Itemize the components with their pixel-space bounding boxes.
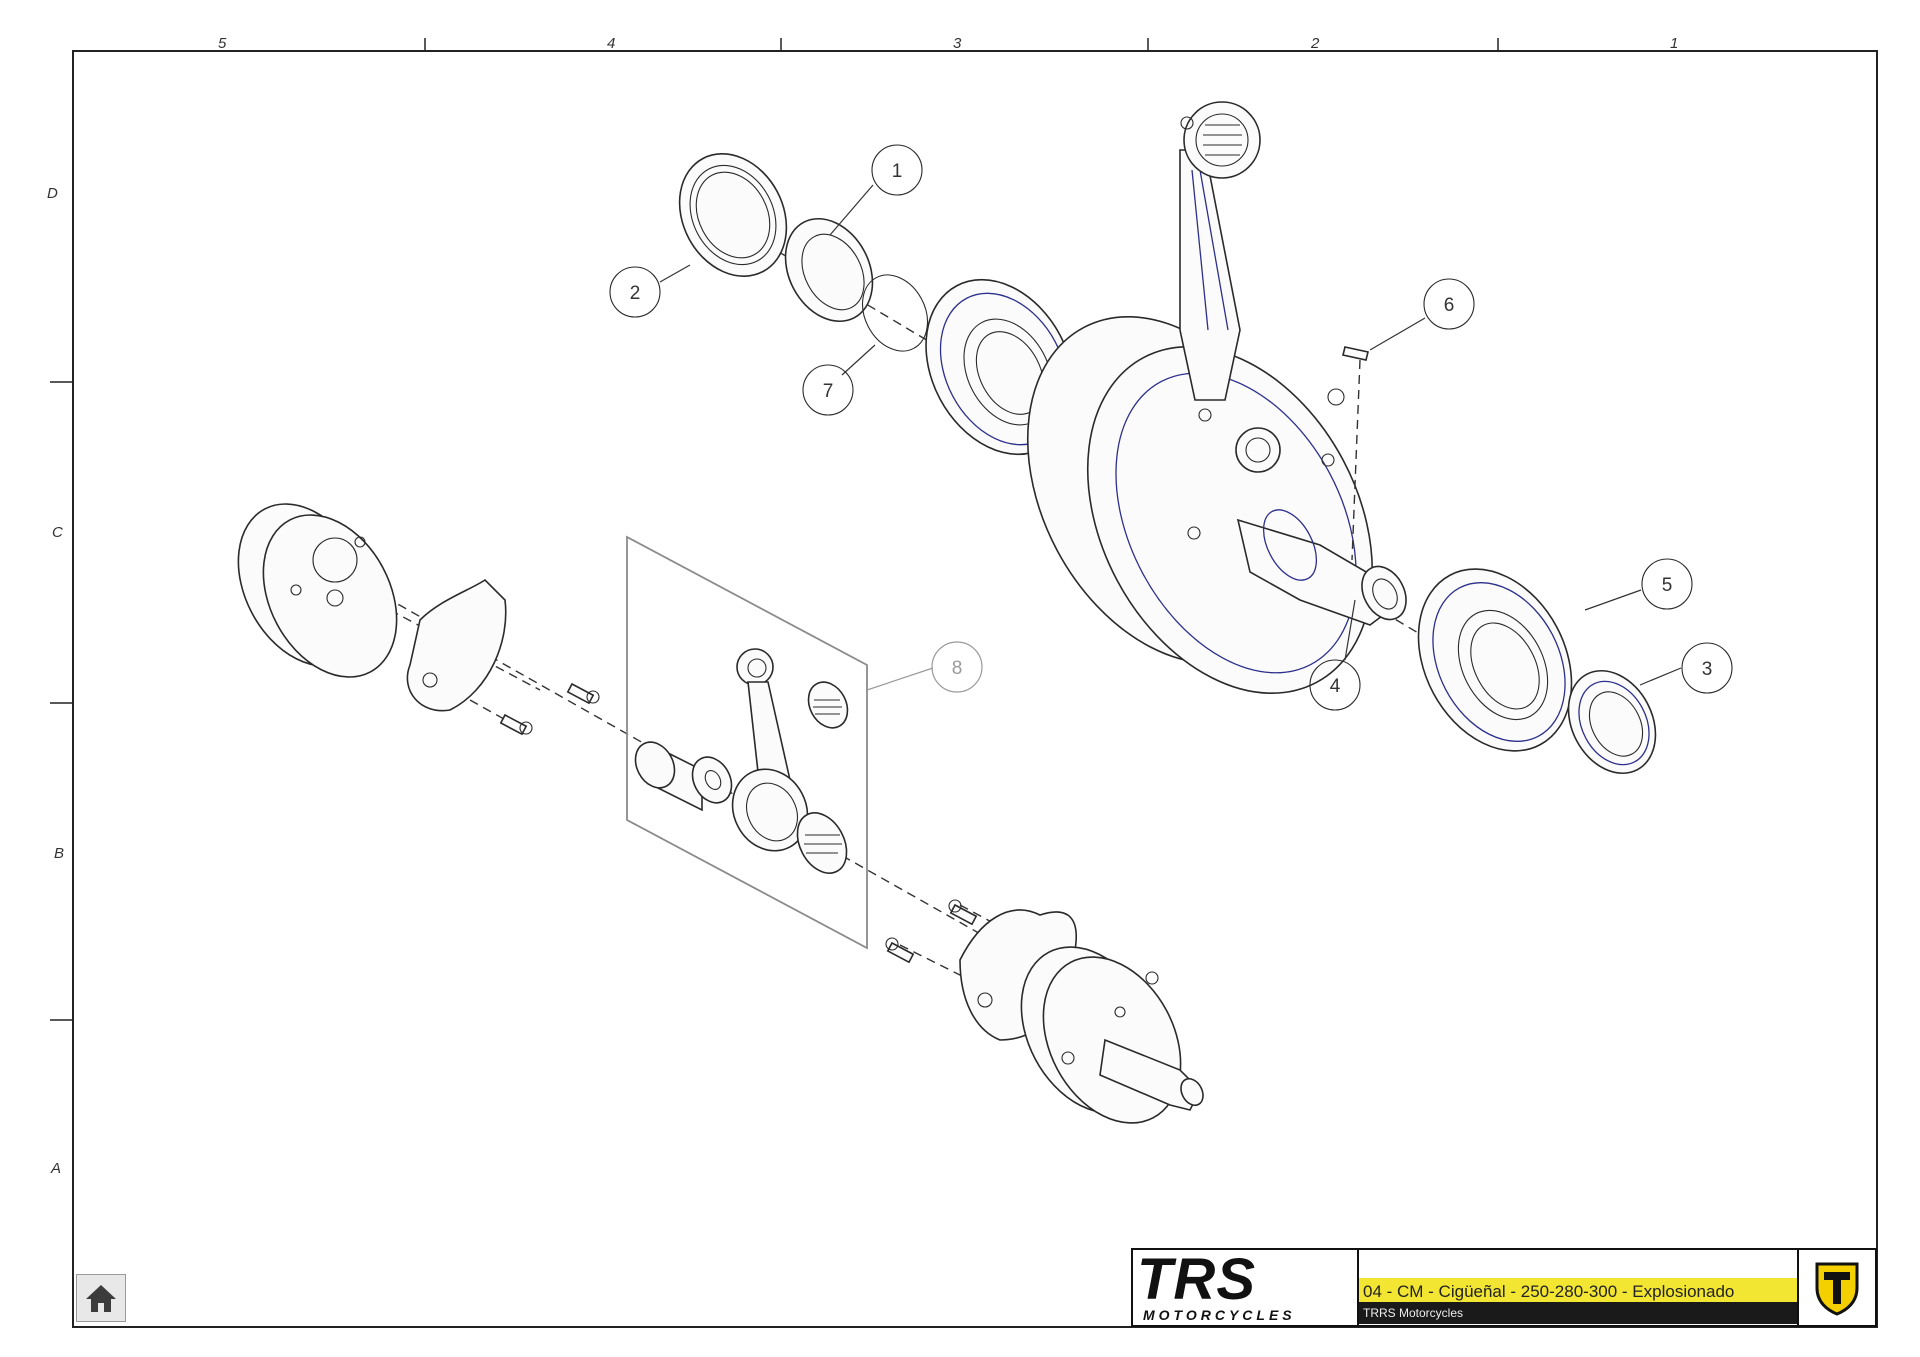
column-label-5: 5 (218, 35, 227, 52)
column-label-1: 1 (1670, 35, 1678, 52)
trrs-logo: TRS MOTORCYCLES (1133, 1247, 1359, 1325)
callout-7: 7 (823, 381, 834, 402)
oil-seal-left (678, 153, 788, 277)
row-label-d: D (47, 185, 58, 202)
callout-circle-2 (609, 266, 661, 318)
callout-circle-8 (931, 641, 983, 693)
callout-6: 6 (1444, 295, 1455, 316)
leader-2 (659, 264, 691, 283)
leader-5 (1584, 589, 1642, 611)
o-ring (861, 274, 929, 352)
big-end-bearing (796, 812, 848, 874)
left-flywheel-half (237, 503, 398, 678)
right-counterweight-hole (977, 992, 993, 1008)
leader-1 (829, 184, 874, 236)
drawing-border (72, 50, 1878, 1328)
leader-8 (866, 667, 934, 691)
callout-1: 1 (892, 161, 903, 182)
title-info: 04 - CM - Cigüeñal - 250-280-300 - Explo… (1359, 1250, 1797, 1325)
leader-7 (841, 344, 876, 376)
callout-circle-4 (1309, 659, 1361, 711)
callout-4: 4 (1330, 676, 1341, 697)
home-button[interactable] (76, 1274, 126, 1322)
row-ticks (50, 381, 73, 1021)
callout-3: 3 (1702, 659, 1713, 680)
leader-4 (1344, 599, 1356, 661)
thrust-ring (784, 217, 874, 323)
trrs-shield-emblem (1797, 1250, 1875, 1325)
leader-3 (1639, 667, 1682, 686)
logo-subtitle: MOTORCYCLES (1143, 1307, 1296, 1323)
row-label-a: A (50, 1160, 61, 1177)
callout-circle-6 (1423, 278, 1475, 330)
crankshaft-assembly (1026, 101, 1407, 695)
home-icon (86, 1285, 116, 1312)
callout-circle-1 (871, 144, 923, 196)
company-name: TRRS Motorcycles (1359, 1302, 1797, 1324)
logo-wordmark: TRS (1137, 1247, 1257, 1312)
left-counterweight (406, 578, 507, 712)
kit-connecting-rod (731, 648, 809, 852)
drawing-title: 04 - CM - Cigüeñal - 250-280-300 - Explo… (1359, 1278, 1797, 1302)
screw-upper-left (566, 682, 600, 705)
row-label-c: C (52, 524, 63, 541)
title-block: TRS MOTORCYCLES 04 - CM - Cigüeñal - 250… (1131, 1247, 1877, 1327)
column-label-3: 3 (953, 35, 962, 52)
column-ticks (424, 38, 1499, 51)
crank-pin (634, 741, 733, 812)
callout-8: 8 (952, 658, 963, 679)
callout-circle-3 (1681, 642, 1733, 694)
leader-6 (1369, 317, 1426, 351)
screw-lower-right (885, 937, 915, 964)
callout-2: 2 (630, 283, 641, 304)
screw-lower-left (499, 713, 533, 736)
row-label-b: B (54, 845, 64, 862)
lower-pin-axis-1 (389, 609, 541, 691)
screw-upper-right (948, 899, 978, 926)
oil-seal-right (1567, 669, 1657, 775)
callout-circle-7 (802, 364, 854, 416)
main-bearing-right (1417, 568, 1573, 752)
column-label-2: 2 (1310, 35, 1320, 52)
right-flywheel-half (1020, 946, 1204, 1124)
small-end-bearing (807, 681, 849, 729)
callout-circle-5 (1641, 558, 1693, 610)
callout-5: 5 (1662, 575, 1673, 596)
left-counterweight-hole (422, 672, 438, 688)
rod-kit-frame (626, 535, 868, 950)
column-label-4: 4 (607, 35, 615, 52)
